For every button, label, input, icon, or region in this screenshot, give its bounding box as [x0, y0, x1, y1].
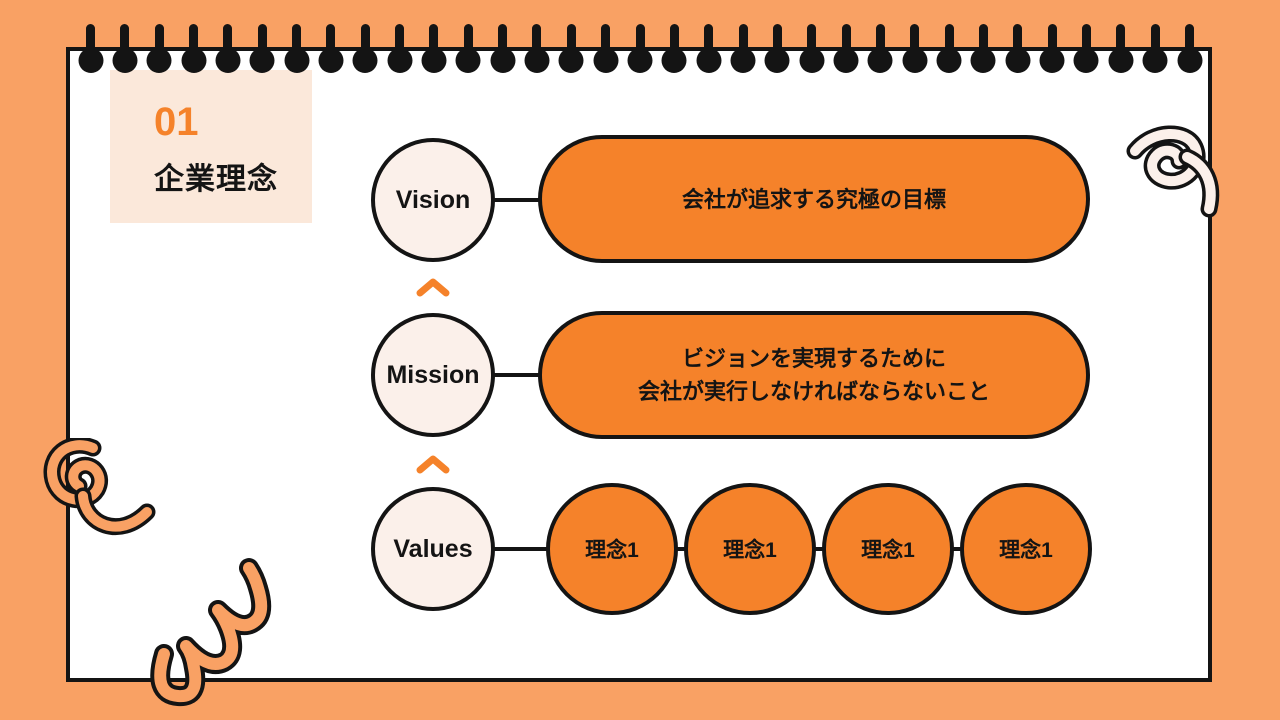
binding-ring — [841, 24, 851, 60]
binding-ring — [669, 24, 679, 60]
mission-label: Mission — [386, 360, 480, 389]
binding-ring — [1150, 24, 1160, 60]
mission-circle: Mission — [371, 313, 495, 437]
binding-ring — [326, 24, 336, 60]
value-item-label: 理念1 — [723, 539, 777, 562]
binding-ring — [704, 24, 714, 60]
binding-ring — [978, 24, 988, 60]
curl-doodle-right-icon — [1126, 125, 1220, 218]
binding-ring — [429, 24, 439, 60]
binding-ring — [910, 24, 920, 60]
binding-ring — [223, 24, 233, 60]
chevron-up-icon — [416, 455, 450, 474]
section-number: 01 — [154, 100, 199, 144]
binding-ring — [120, 24, 130, 60]
chevron-up-icon — [416, 278, 450, 297]
binding-ring — [154, 24, 164, 60]
binding-ring — [257, 24, 267, 60]
binding-ring — [292, 24, 302, 60]
value-item-circle: 理念1 — [684, 483, 816, 615]
value-item-label: 理念1 — [585, 539, 639, 562]
binding-ring — [1081, 24, 1091, 60]
values-label: Values — [393, 534, 473, 563]
binding-ring — [498, 24, 508, 60]
binding-ring — [360, 24, 370, 60]
mission-pill: ビジョンを実現するために 会社が実行しなければならないこと — [538, 311, 1090, 439]
binding-ring — [463, 24, 473, 60]
vision-circle: Vision — [371, 138, 495, 262]
mission-connector — [494, 373, 542, 377]
curl-doodle-left-icon — [43, 438, 156, 536]
binding-ring — [601, 24, 611, 60]
binding-ring — [772, 24, 782, 60]
vision-pill: 会社が追求する究極の目標 — [538, 135, 1090, 263]
mission-description-line1: ビジョンを実現するために — [681, 346, 946, 371]
vision-label: Vision — [395, 185, 471, 214]
binding-ring — [875, 24, 885, 60]
value-item-circle: 理念1 — [546, 483, 678, 615]
binding-ring — [1047, 24, 1057, 60]
mission-description-line2: 会社が実行しなければならないこと — [637, 379, 990, 404]
binding-ring — [189, 24, 199, 60]
binding-ring — [944, 24, 954, 60]
binding-rings — [86, 24, 1194, 74]
binding-ring — [635, 24, 645, 60]
binding-ring — [738, 24, 748, 60]
binding-ring — [1013, 24, 1023, 60]
binding-ring — [566, 24, 576, 60]
binding-ring — [532, 24, 542, 60]
title-box: 01 企業理念 — [110, 70, 312, 223]
binding-ring — [1116, 24, 1126, 60]
value-item-label: 理念1 — [999, 539, 1053, 562]
value-item-circle: 理念1 — [960, 483, 1092, 615]
value-item-label: 理念1 — [861, 539, 915, 562]
values-circle: Values — [371, 487, 495, 611]
value-item-circle: 理念1 — [822, 483, 954, 615]
binding-ring — [807, 24, 817, 60]
binding-ring — [86, 24, 95, 60]
squiggle-doodle-bottom-icon — [150, 558, 272, 707]
binding-ring — [1185, 24, 1194, 60]
vision-description: 会社が追求する究極の目標 — [681, 186, 946, 212]
section-title: 企業理念 — [154, 163, 278, 196]
binding-ring — [395, 24, 405, 60]
vision-connector — [494, 198, 542, 202]
